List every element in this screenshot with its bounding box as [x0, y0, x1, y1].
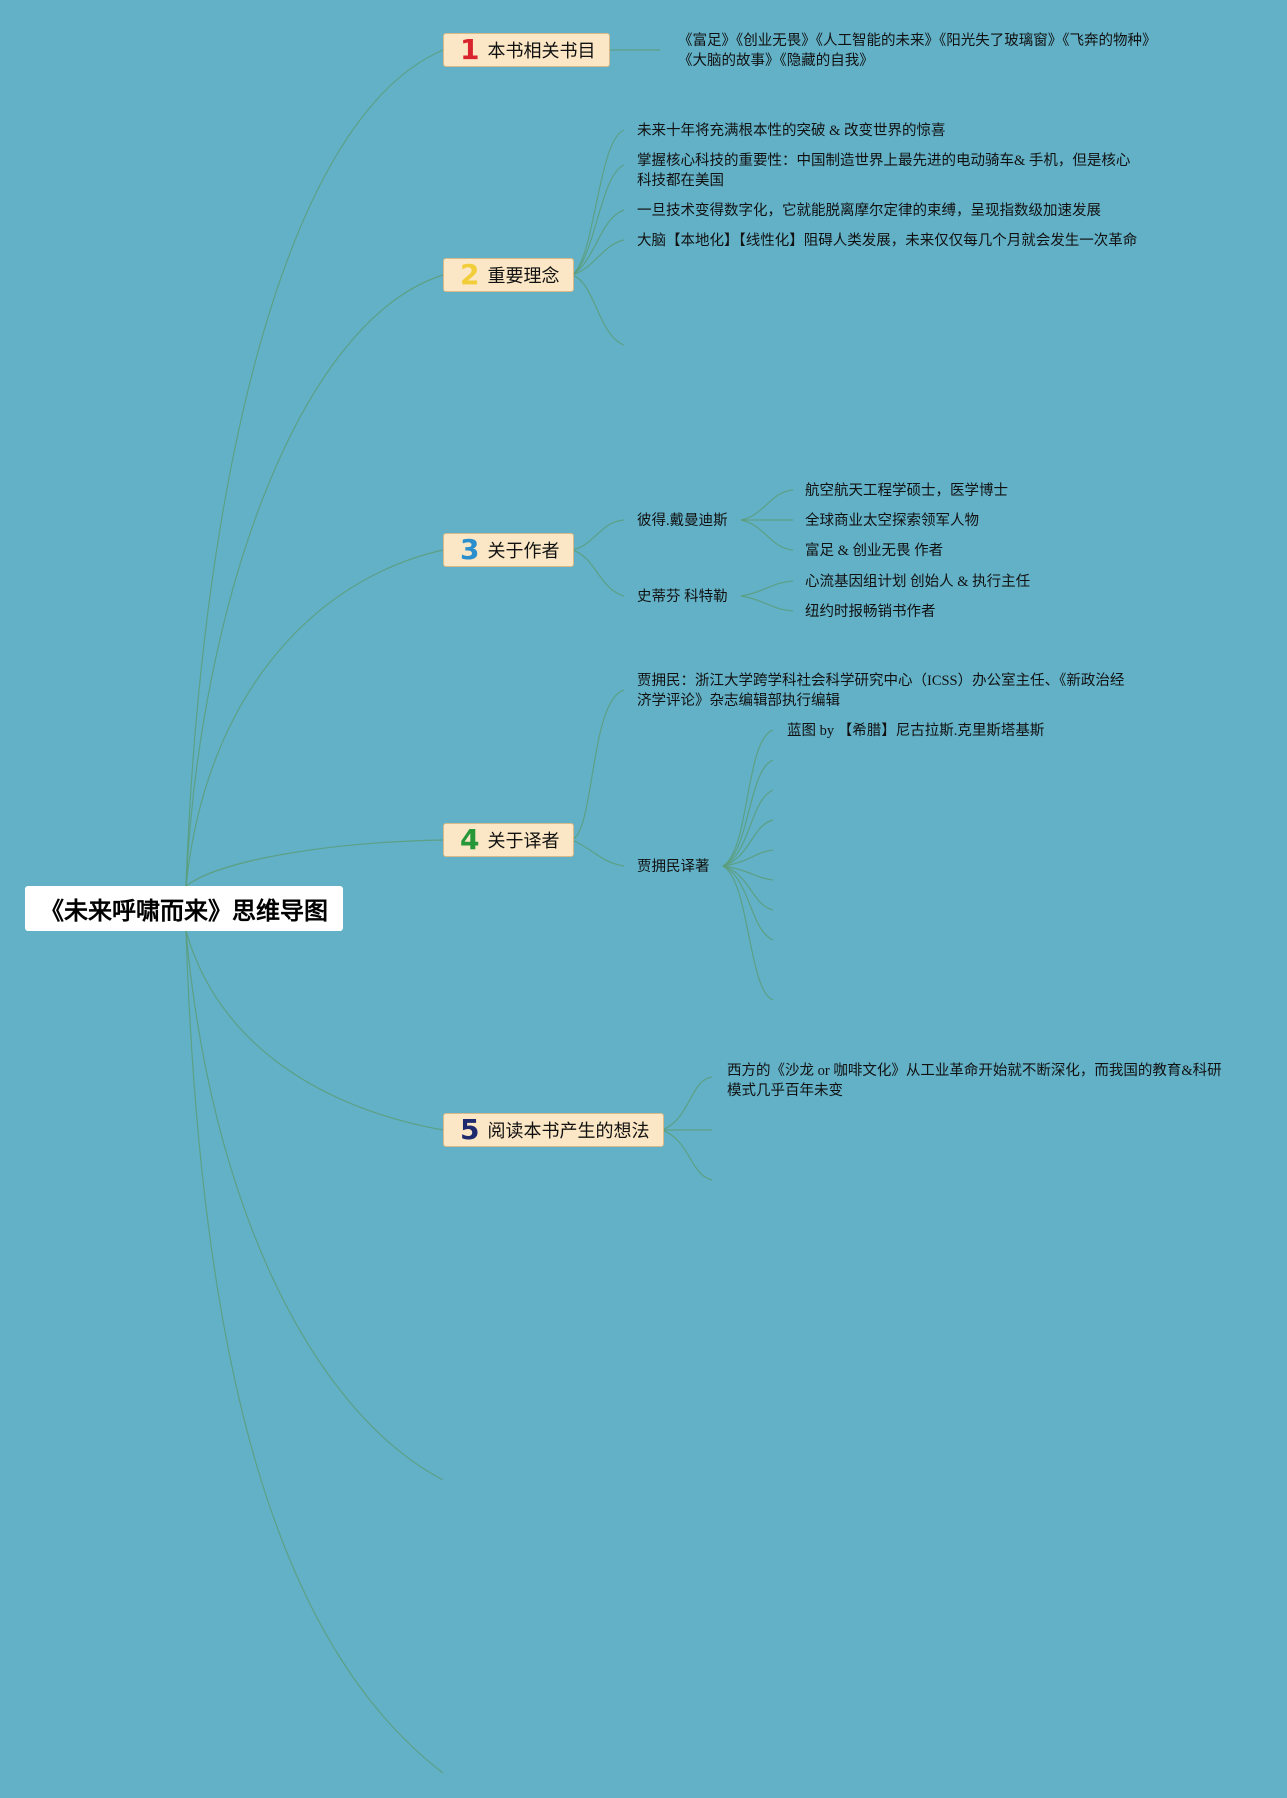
number-1-badge: 1 [460, 33, 480, 66]
number-2-badge: 2 [460, 258, 480, 291]
number-5-badge: 5 [460, 1113, 480, 1146]
link-b2-l1 [571, 129, 625, 276]
author-detail[interactable]: 纽约时报畅销书作者 [805, 604, 936, 620]
branch-label: 关于译者 [487, 831, 560, 852]
link-b2-l2 [571, 164, 625, 276]
branch-related-books[interactable]: 1 本书相关书目 [443, 33, 611, 67]
link-b4-works [571, 839, 625, 867]
link-b2-l4 [571, 239, 625, 276]
reading-thought[interactable]: 西方的《沙龙 or 咖啡文化》从工业革命开始就不断深化，而我国的教育&科研模式几… [727, 1063, 1222, 1099]
link-works-8 [722, 865, 774, 941]
link-b5-l3 [661, 1129, 713, 1181]
number-3-badge: 3 [460, 533, 480, 566]
idea-item[interactable]: 掌握核心科技的重要性：中国制造世界上最先进的电动骑车& 手机，但是核心科技都在美… [637, 153, 1131, 189]
link-b3-a2 [571, 549, 625, 597]
link-root-b4 [185, 839, 444, 887]
link-b5-l1 [661, 1076, 713, 1131]
link-works-7 [722, 865, 774, 911]
translated-work[interactable]: 蓝图 by 【希腊】尼古拉斯.克里斯塔基斯 [787, 723, 1045, 739]
link-a2-d2 [740, 595, 794, 612]
link-works-4 [722, 819, 774, 867]
book-list-line-2[interactable]: 《大脑的故事》《隐藏的自我》 [678, 53, 874, 69]
link-root-b3 [185, 549, 444, 887]
branch-label: 阅读本书产生的想法 [487, 1121, 650, 1142]
translator-bio[interactable]: 贾拥民：浙江大学跨学科社会科学研究中心（ICSS）办公室主任、《新政治经济学评论… [637, 673, 1125, 709]
branch-about-translator[interactable]: 4 关于译者 [443, 823, 575, 857]
link-a1-d3 [740, 519, 794, 551]
author-detail[interactable]: 富足 & 创业无畏 作者 [805, 543, 944, 559]
link-a1-d1 [740, 489, 794, 521]
branch-reading-thoughts[interactable]: 5 阅读本书产生的想法 [443, 1113, 665, 1147]
book-list-line-1[interactable]: 《富足》《创业无畏》《人工智能的未来》《阳光失了玻璃窗》《飞奔的物种》 [678, 33, 1157, 49]
idea-item[interactable]: 一旦技术变得数字化，它就能脱离摩尔定律的束缚，呈现指数级加速发展 [637, 203, 1101, 219]
author-detail[interactable]: 航空航天工程学硕士，医学博士 [805, 483, 1008, 499]
idea-item[interactable]: 未来十年将充满根本性的突破 & 改变世界的惊喜 [637, 123, 946, 139]
link-root-b5 [185, 930, 444, 1131]
branch-about-authors[interactable]: 3 关于作者 [443, 533, 575, 567]
link-root-b6 [185, 930, 444, 1481]
link-works-1 [722, 729, 774, 867]
number-4-badge: 4 [460, 823, 480, 856]
link-b4-l1 [571, 689, 625, 841]
idea-item[interactable]: 大脑【本地化】【线性化】阻碍人类发展，未来仅仅每几个月就会发生一次革命 [637, 233, 1138, 249]
author-detail[interactable]: 心流基因组计划 创始人 & 执行主任 [805, 574, 1031, 590]
link-works-6 [722, 865, 774, 881]
link-a2-d1 [740, 580, 794, 597]
translator-works[interactable]: 贾拥民译著 [637, 859, 710, 875]
author-detail[interactable]: 全球商业太空探索领军人物 [805, 513, 979, 529]
author-name[interactable]: 史蒂芬 科特勒 [637, 589, 728, 605]
branch-label: 关于作者 [487, 541, 560, 562]
link-root-b2 [185, 274, 444, 887]
link-b2-l5 [571, 274, 625, 346]
link-works-2 [722, 759, 774, 867]
author-name[interactable]: 彼得.戴曼迪斯 [637, 513, 728, 529]
branch-label: 重要理念 [487, 266, 560, 287]
root-topic[interactable]: 《未来呼啸而来》思维导图 [25, 886, 343, 931]
link-works-9 [722, 865, 774, 1001]
branch-label: 本书相关书目 [487, 41, 596, 62]
link-works-5 [722, 849, 774, 867]
link-works-3 [722, 789, 774, 867]
branch-key-ideas[interactable]: 2 重要理念 [443, 258, 575, 292]
link-b3-a1 [571, 519, 625, 551]
link-b2-l3 [571, 209, 625, 276]
link-root-b1 [185, 49, 444, 887]
link-root-b7 [185, 930, 444, 1774]
